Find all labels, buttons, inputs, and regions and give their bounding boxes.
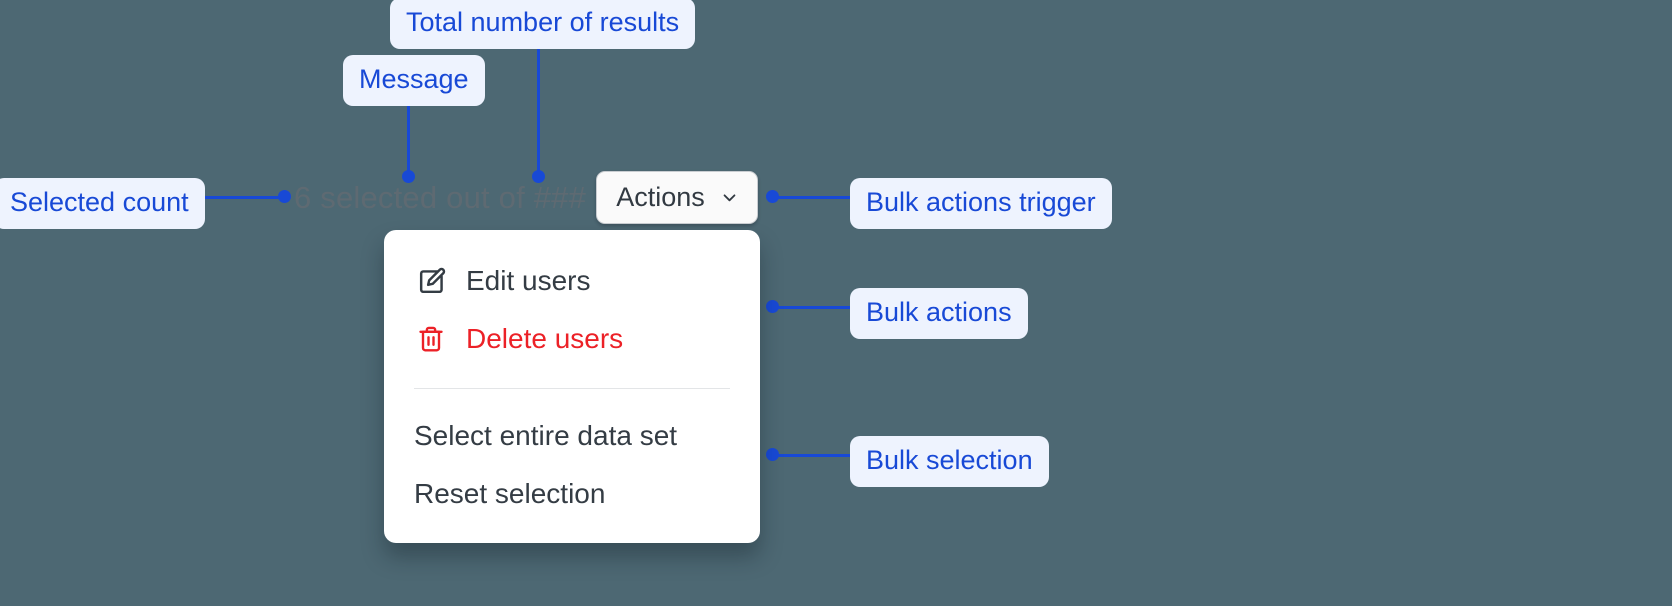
menu-separator (414, 388, 730, 389)
menu-item-label: Select entire data set (414, 420, 678, 451)
connector-dot-bulk-selection (766, 448, 779, 461)
bulk-actions-menu: Edit users Delete users Select entire da… (384, 230, 760, 543)
annotation-bulk-actions-trigger: Bulk actions trigger (850, 178, 1112, 229)
menu-item-select-entire-data-set[interactable]: Select entire data set (384, 407, 760, 465)
chevron-down-icon (721, 189, 738, 206)
menu-item-label: Edit users (466, 265, 591, 296)
connector-dot-message (402, 170, 415, 183)
connector-dot-total-results (532, 170, 545, 183)
connector-dot-bulk-actions (766, 300, 779, 313)
connector-total-results (537, 38, 540, 178)
annotation-bulk-actions: Bulk actions (850, 288, 1028, 339)
menu-item-reset-selection[interactable]: Reset selection (384, 465, 760, 523)
connector-bulk-selection (772, 454, 854, 457)
connector-dot-selected-count (278, 190, 291, 203)
menu-item-edit-users[interactable]: Edit users (384, 252, 760, 310)
trash-icon (414, 322, 448, 356)
connector-selected-count (200, 196, 286, 199)
menu-item-delete-users[interactable]: Delete users (384, 310, 760, 368)
annotation-total-results: Total number of results (390, 0, 696, 49)
bulk-actions-trigger-label: Actions (616, 182, 705, 212)
annotation-message: Message (343, 55, 485, 106)
selected-count-message: 6 selected out of ### (294, 180, 587, 215)
menu-item-label: Reset selection (414, 478, 606, 509)
bulk-actions-trigger-button[interactable]: Actions (596, 171, 758, 224)
connector-bulk-actions (772, 306, 854, 309)
connector-message (407, 91, 410, 178)
menu-item-label: Delete users (466, 323, 624, 354)
annotation-bulk-selection: Bulk selection (850, 436, 1049, 487)
edit-icon (414, 264, 448, 298)
annotation-selected-count: Selected count (0, 178, 205, 229)
connector-bulk-trigger (772, 196, 854, 199)
connector-dot-bulk-trigger (766, 190, 779, 203)
